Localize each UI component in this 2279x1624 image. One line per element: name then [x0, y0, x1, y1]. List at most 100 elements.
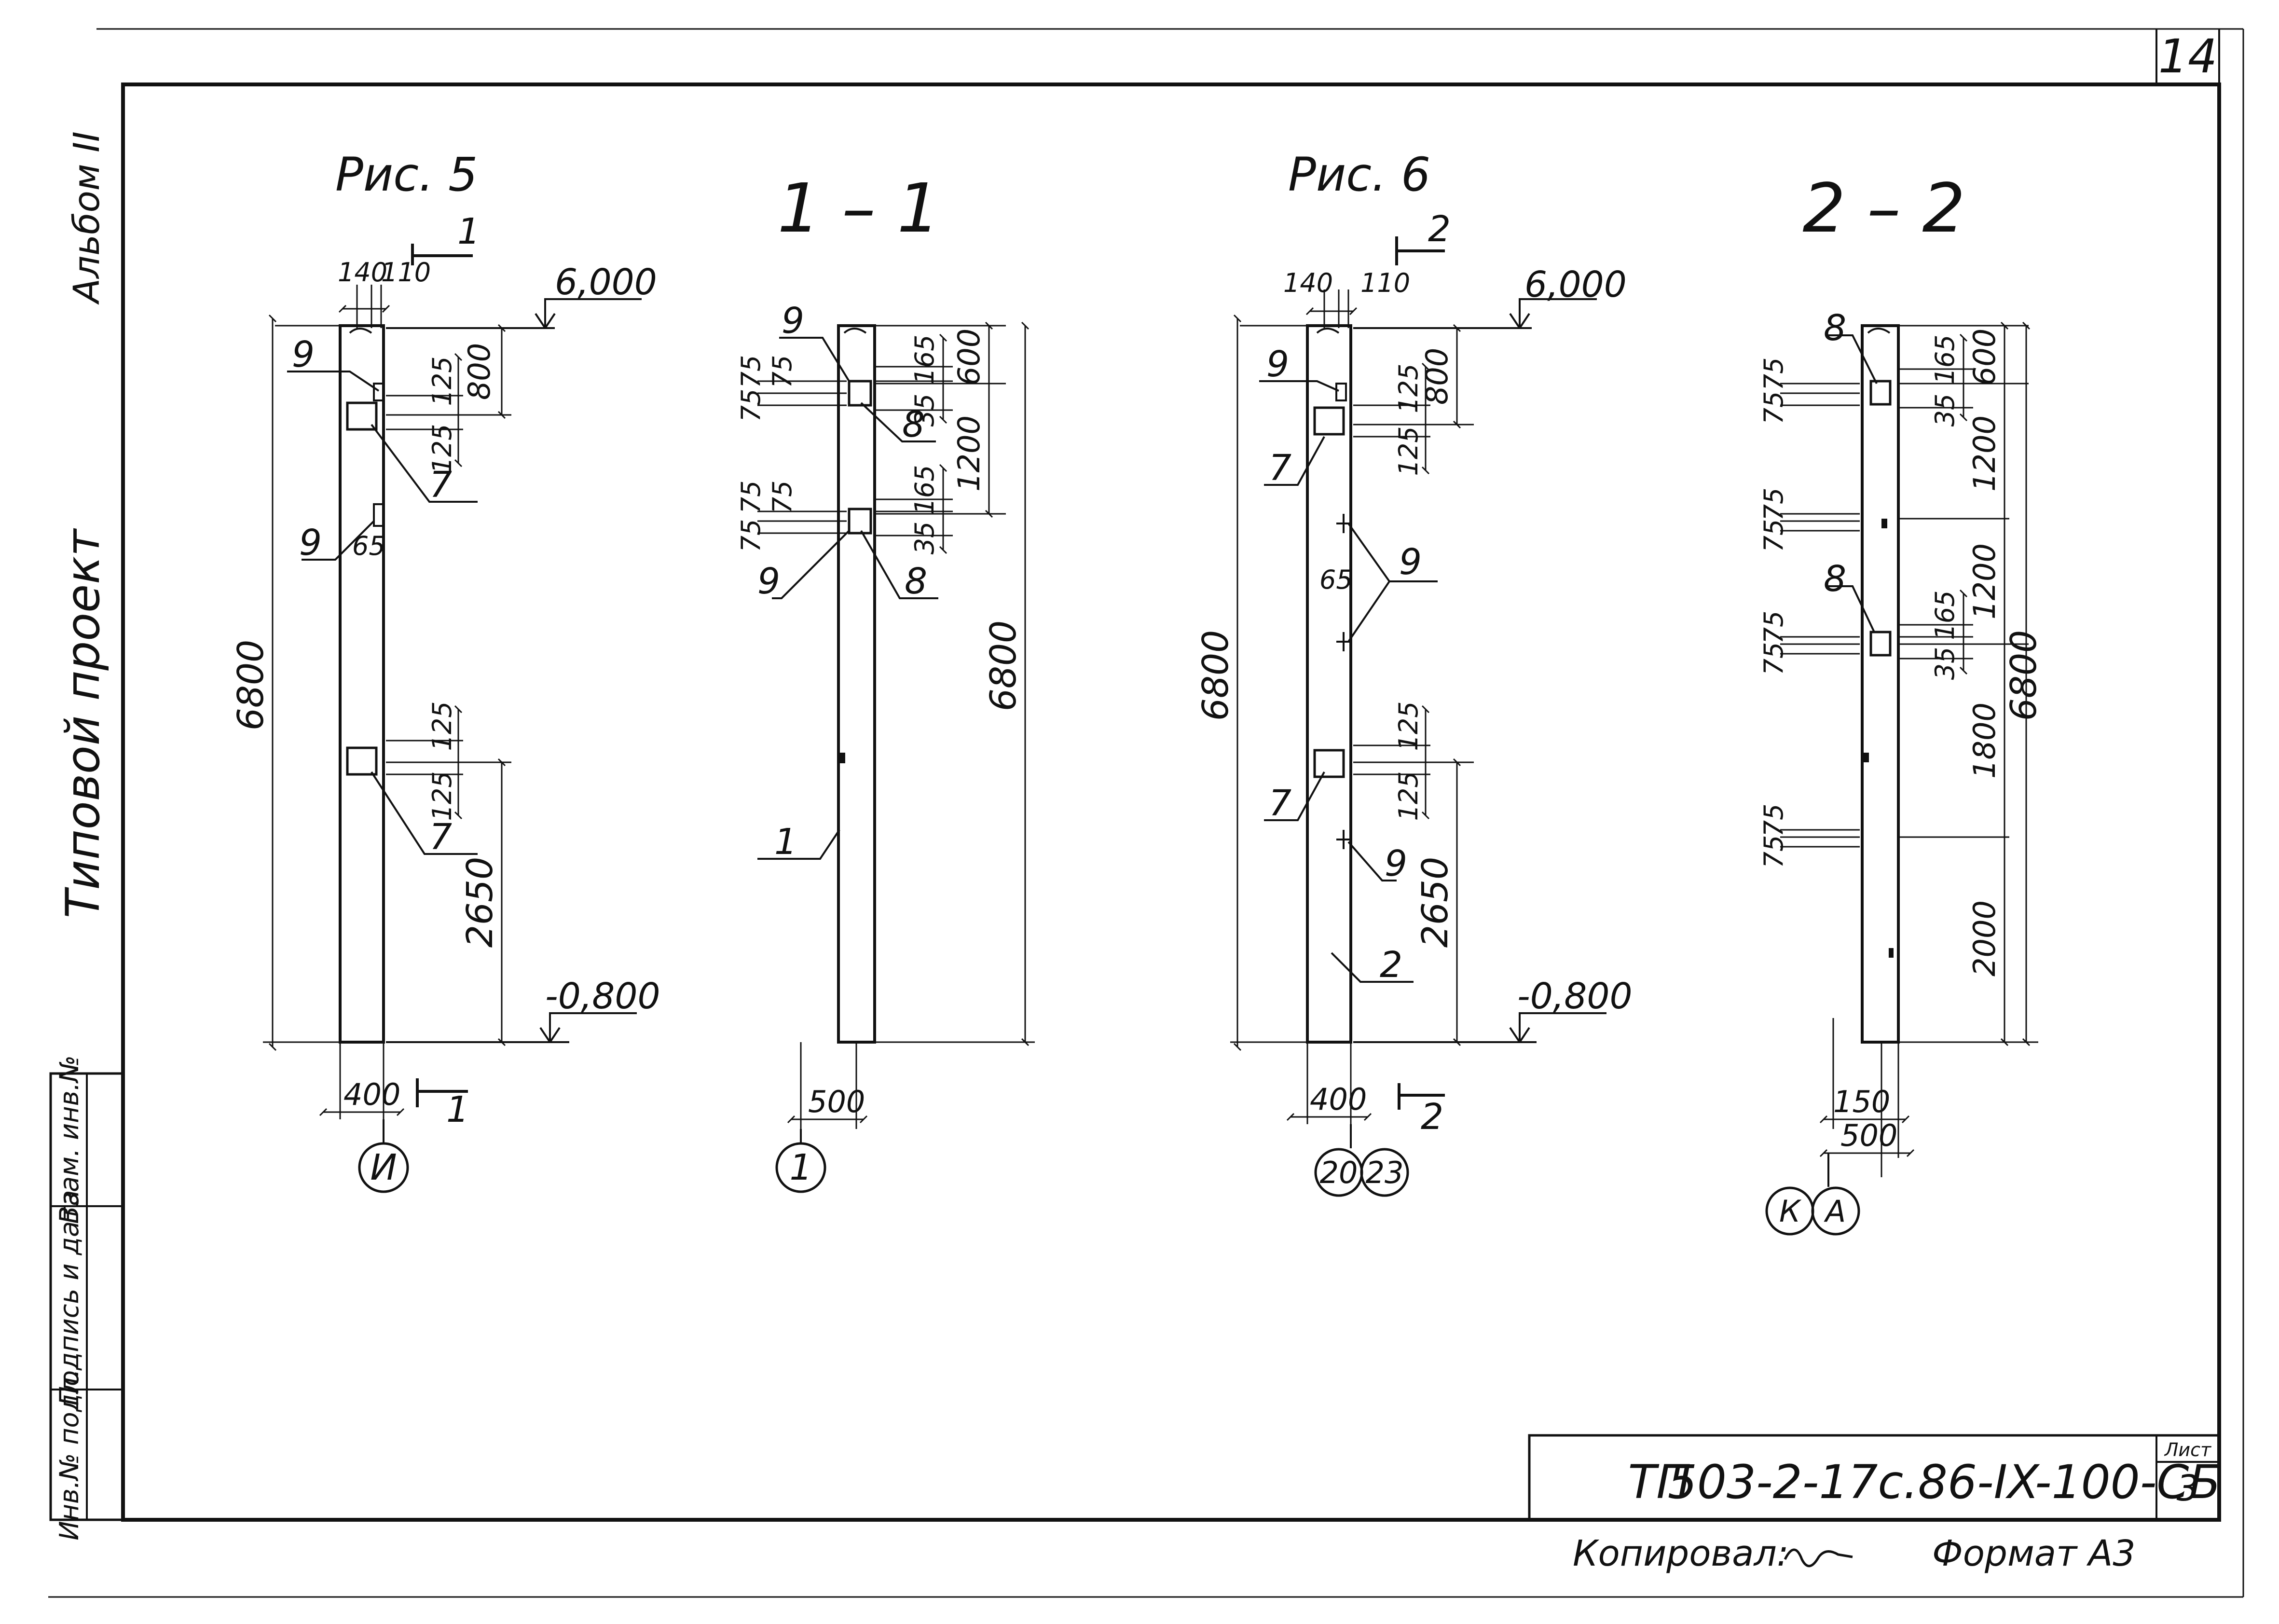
- sec22-dim-150: 150: [1833, 1084, 1890, 1119]
- fig5-pos-7a: 7: [429, 464, 452, 506]
- sheet-frame: 14: [48, 28, 2244, 1598]
- fig6-level-bottom: -0,800: [1517, 976, 1633, 1017]
- fig5-dim-65: 65: [352, 531, 385, 561]
- sec22-dim-2000: 2000: [1967, 900, 2002, 977]
- fig5-dim-6800: 6800: [230, 640, 272, 730]
- fig6-dim-125c: 125: [1393, 701, 1424, 751]
- fig5-pos-9b: 9: [299, 522, 322, 564]
- sec22-dim-1200a: 1200: [1967, 415, 2002, 492]
- sec22-title: 2 – 2: [1802, 169, 1965, 248]
- stamp-inv-podl: Инв.№ подл.: [54, 1369, 84, 1540]
- section-2-2: 2 – 2 8 75 75 165 35 75 75 8 75 75 165 3…: [1758, 169, 2045, 1236]
- sec11-dim-75a: 75: [736, 355, 766, 388]
- fig6-pos-7a: 7: [1269, 447, 1291, 489]
- fig5-dim-125b: 125: [427, 424, 457, 473]
- sec22-dim-75c: 75: [1758, 488, 1789, 521]
- fig6-dim-125d: 125: [1393, 771, 1424, 821]
- title-sheet-num: 3: [2176, 1468, 2199, 1509]
- side-project: Типовой проект: [56, 528, 110, 918]
- sec11-pos-1: 1: [774, 821, 797, 863]
- fig5-level-bottom: -0,800: [545, 976, 660, 1017]
- sec22-dim-75g: 75: [1758, 804, 1789, 837]
- fig6-title: Рис. 6: [1288, 148, 1430, 202]
- sec22-axis-bubble-b: [1811, 1186, 1860, 1236]
- sec22-dim-75f: 75: [1758, 642, 1789, 675]
- sec22-dim-165a: 165: [1930, 334, 1960, 384]
- sec22-dim-6800: 6800: [2003, 630, 2045, 721]
- sec11-dim-165b: 165: [909, 465, 940, 514]
- sec22-dim-75e: 75: [1758, 611, 1789, 644]
- fig5-dim-125d: 125: [427, 771, 457, 821]
- fig6-cut-label-bottom: 2: [1421, 1096, 1443, 1138]
- sec22-dim-35b: 35: [1930, 647, 1960, 680]
- sec11-dim-75f: 75: [736, 519, 766, 552]
- fig6-axis-label-b: 23: [1366, 1155, 1404, 1190]
- copied-signature: [1784, 1548, 1853, 1568]
- sec22-dim-165b: 165: [1930, 590, 1960, 640]
- sec22-column: [1861, 324, 1900, 1044]
- fig6-pos-9a: 9: [1266, 344, 1289, 385]
- fig5-plate-7b: [346, 746, 378, 776]
- side-album: Альбом II: [66, 131, 108, 304]
- sec22-axis-label-a: К: [1779, 1194, 1802, 1229]
- fig6-dim-400: 400: [1310, 1082, 1367, 1117]
- fig6-dim-140: 140: [1283, 268, 1333, 298]
- fig6-column: [1306, 324, 1352, 1044]
- stamp-podpis-data: Подпись и дата: [54, 1190, 84, 1405]
- sec22-dim-75d: 75: [1758, 519, 1789, 552]
- sec11-dim-75d: 75: [736, 481, 766, 514]
- fig6-pos-7b: 7: [1269, 783, 1291, 824]
- fig6-plate-7a: [1313, 406, 1345, 436]
- fig6-cut-label-top: 2: [1428, 208, 1451, 250]
- figure-6: Рис. 6 2 140 110 6,000 -0,800 6800 800 1…: [1195, 148, 1633, 1197]
- sec11-dim-75e: 75: [767, 481, 797, 514]
- fig6-axis-bubble-b: [1360, 1148, 1409, 1197]
- sec11-dim-75b: 75: [767, 355, 797, 388]
- sec22-pos-8b: 8: [1824, 558, 1846, 600]
- sec11-pos-8b: 8: [905, 561, 927, 602]
- sec22-dim-500: 500: [1840, 1118, 1897, 1153]
- fig5-cut-bottom: [416, 1078, 468, 1107]
- fig5-dim-125a: 125: [427, 356, 457, 406]
- fig5-dim-140: 140: [338, 257, 387, 288]
- fig6-dim-65: 65: [1319, 564, 1353, 595]
- title-sheet-label: Лист: [2164, 1439, 2212, 1460]
- fig5-column: [339, 324, 385, 1044]
- format-label: Формат А3: [1932, 1533, 2135, 1574]
- stamp-vzam-inv: Взам. инв.№: [54, 1055, 84, 1224]
- fig5-dim-110: 110: [381, 257, 431, 288]
- fig5-level-top: 6,000: [555, 261, 657, 303]
- fig5-cut-label-top: 1: [457, 211, 480, 252]
- fig5-dim-2650: 2650: [459, 857, 501, 948]
- sec22-dim-75a: 75: [1758, 358, 1789, 391]
- sec22-dim-75h: 75: [1758, 835, 1789, 868]
- title-block: Лист 3 ТП 503-2-17с.86-IX-100-СБ Копиров…: [1528, 1434, 2221, 1574]
- fig6-dim-125b: 125: [1393, 426, 1424, 476]
- copied-label: Копировал:: [1573, 1533, 1789, 1574]
- sec22-dim-35a: 35: [1930, 394, 1960, 427]
- sec22-dim-600: 600: [1967, 329, 2002, 385]
- sec11-dim-165a: 165: [909, 334, 940, 384]
- sec11-dim-35a: 35: [909, 394, 940, 427]
- fig5-dim-400: 400: [343, 1077, 400, 1112]
- fig6-axis-label-a: 20: [1320, 1155, 1358, 1190]
- fig6-cut-top: [1395, 236, 1445, 265]
- sec11-dim-6800: 6800: [983, 620, 1024, 711]
- fig6-plate-7b: [1313, 749, 1345, 778]
- title-tp: ТП: [1628, 1455, 1691, 1509]
- sec11-pos-9a: 9: [782, 300, 804, 342]
- fig5-axis-bubble: [358, 1142, 409, 1193]
- sec22-dim-1800: 1800: [1967, 702, 2002, 779]
- fig6-cut-bottom: [1398, 1083, 1445, 1110]
- sec11-axis-label: 1: [789, 1147, 812, 1188]
- fig5-pos-9a: 9: [292, 334, 315, 375]
- fig5-dim-800: 800: [462, 343, 497, 400]
- sec11-column: [837, 324, 876, 1044]
- sec22-dim-1200b: 1200: [1967, 543, 2002, 619]
- fig6-dim-800: 800: [1419, 348, 1455, 405]
- fig6-dim-110: 110: [1360, 268, 1410, 298]
- section-1-1: 1 – 1 9 8 75 75 75 165 35 600 1200 9 8 7…: [736, 169, 1035, 1193]
- fig6-pos-9b: 9: [1399, 541, 1422, 583]
- sec11-title: 1 – 1: [777, 169, 940, 248]
